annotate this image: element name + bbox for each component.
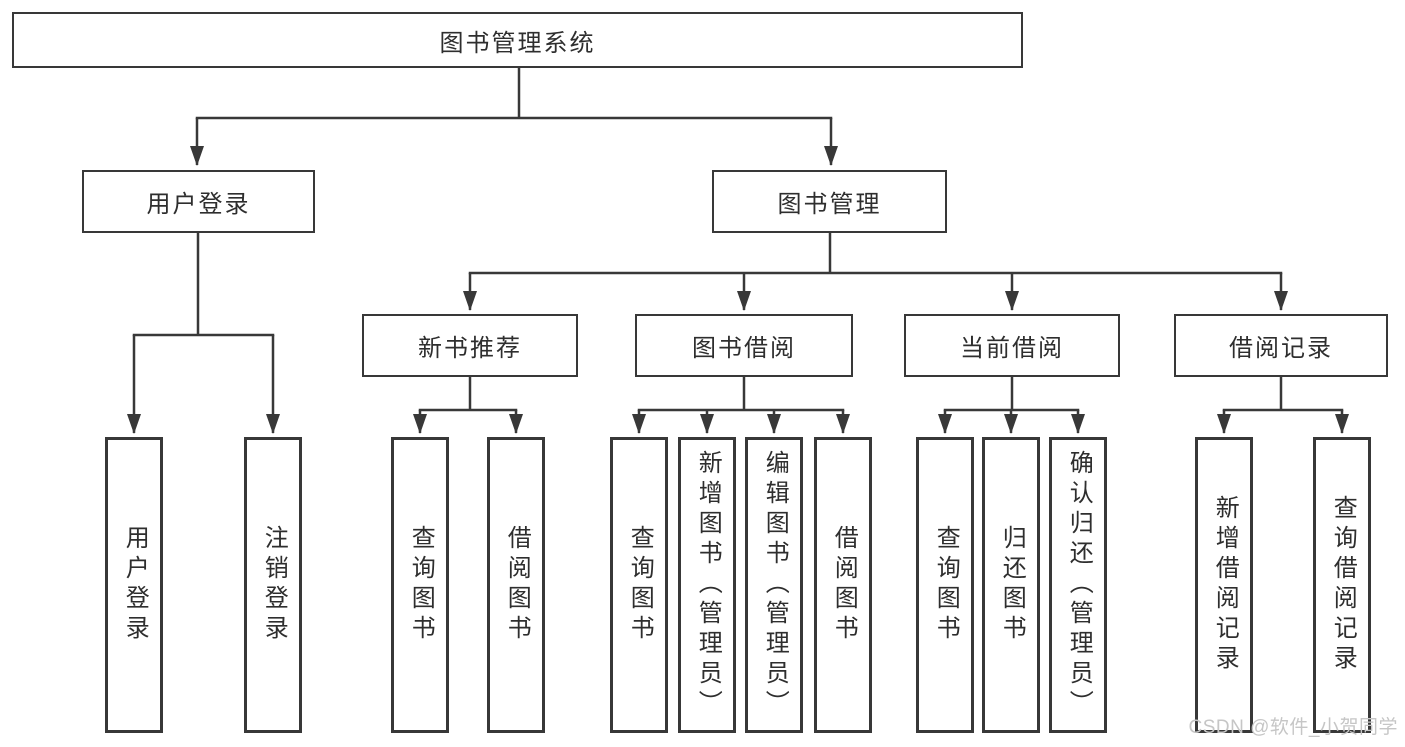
leaf-label: 用户登录 xyxy=(121,525,149,645)
leaf-label: 查询借阅记录 xyxy=(1329,495,1357,675)
node-root: 图书管理系统 xyxy=(12,12,1023,68)
node-leaf-user-login: 用户登录 xyxy=(105,437,163,733)
leaf-label: 新增借阅记录 xyxy=(1211,495,1239,675)
node-new-book-recommend: 新书推荐 xyxy=(362,314,578,377)
node-leaf-add-books-admin: 新增图书（管理员） xyxy=(678,437,736,733)
node-book-borrowing: 图书借阅 xyxy=(635,314,853,377)
leaf-label: 查询图书 xyxy=(932,525,960,645)
leaf-label: 查询图书 xyxy=(407,525,435,645)
leaf-label: 查询图书 xyxy=(626,525,654,645)
node-leaf-borrow-books: 借阅图书 xyxy=(814,437,872,733)
node-book-management: 图书管理 xyxy=(712,170,947,233)
leaf-label: 归还图书 xyxy=(998,525,1026,645)
node-user-login: 用户登录 xyxy=(82,170,315,233)
node-leaf-current-query-books: 查询图书 xyxy=(916,437,974,733)
csdn-watermark: CSDN @软件_小贺同学 xyxy=(1188,717,1398,738)
leaf-label: 借阅图书 xyxy=(503,525,531,645)
node-leaf-add-borrow-record: 新增借阅记录 xyxy=(1195,437,1253,733)
node-leaf-borrowing-query-books: 查询图书 xyxy=(610,437,668,733)
leaf-label: 借阅图书 xyxy=(830,525,858,645)
node-leaf-recommend-borrow-books: 借阅图书 xyxy=(487,437,545,733)
node-leaf-query-borrow-record: 查询借阅记录 xyxy=(1313,437,1371,733)
node-leaf-recommend-query-books: 查询图书 xyxy=(391,437,449,733)
node-borrowing-records: 借阅记录 xyxy=(1174,314,1388,377)
leaf-label: 编辑图书（管理员） xyxy=(761,450,789,720)
leaf-label: 确认归还（管理员） xyxy=(1065,450,1093,720)
node-leaf-return-books: 归还图书 xyxy=(982,437,1040,733)
node-leaf-logout: 注销登录 xyxy=(244,437,302,733)
leaf-label: 新增图书（管理员） xyxy=(694,450,722,720)
node-leaf-confirm-return-admin: 确认归还（管理员） xyxy=(1049,437,1107,733)
leaf-label: 注销登录 xyxy=(260,525,288,645)
node-leaf-edit-books-admin: 编辑图书（管理员） xyxy=(745,437,803,733)
node-current-borrowing: 当前借阅 xyxy=(904,314,1120,377)
